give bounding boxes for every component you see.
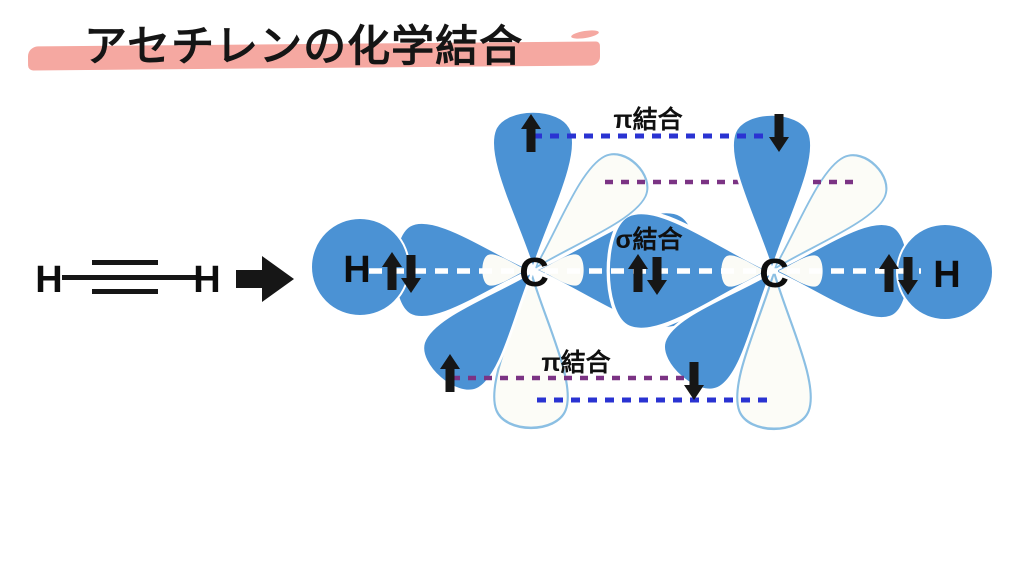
electron-spin-up-icon [521,114,541,152]
formula-h-right: H [193,259,220,301]
h-atom-label-right: H [933,254,960,296]
electron-spin-down-icon [647,257,667,295]
electron-spin-down-icon [401,255,421,293]
electron-spin-down-icon [684,362,704,400]
page-title: アセチレンの化学結合 [84,23,524,71]
reaction-arrow-icon [236,256,294,302]
electron-spin-down-icon [898,257,918,295]
acetylene-formula: H H [35,259,220,301]
electron-spin-up-icon [628,254,648,292]
triple-bond-bottom-line [92,289,158,294]
electron-spin-up-icon [440,354,460,392]
triple-bond-center-line [62,275,196,280]
c-atom-label-right: C [759,250,789,296]
electron-spin-down-icon [769,114,789,152]
pi-bond-label-top: π結合 [613,105,683,134]
sigma-bond-label: σ結合 [615,225,683,254]
formula-h-left: H [35,259,62,301]
triple-bond-top-line [92,260,158,265]
c-atom-label-left: C [519,249,549,295]
electron-spin-arrows [382,114,918,400]
pi-bond-label-bottom: π結合 [541,348,611,377]
electron-spin-up-icon [382,252,402,290]
h-atom-label-left: H [343,249,370,291]
electron-spin-up-icon [879,254,899,292]
